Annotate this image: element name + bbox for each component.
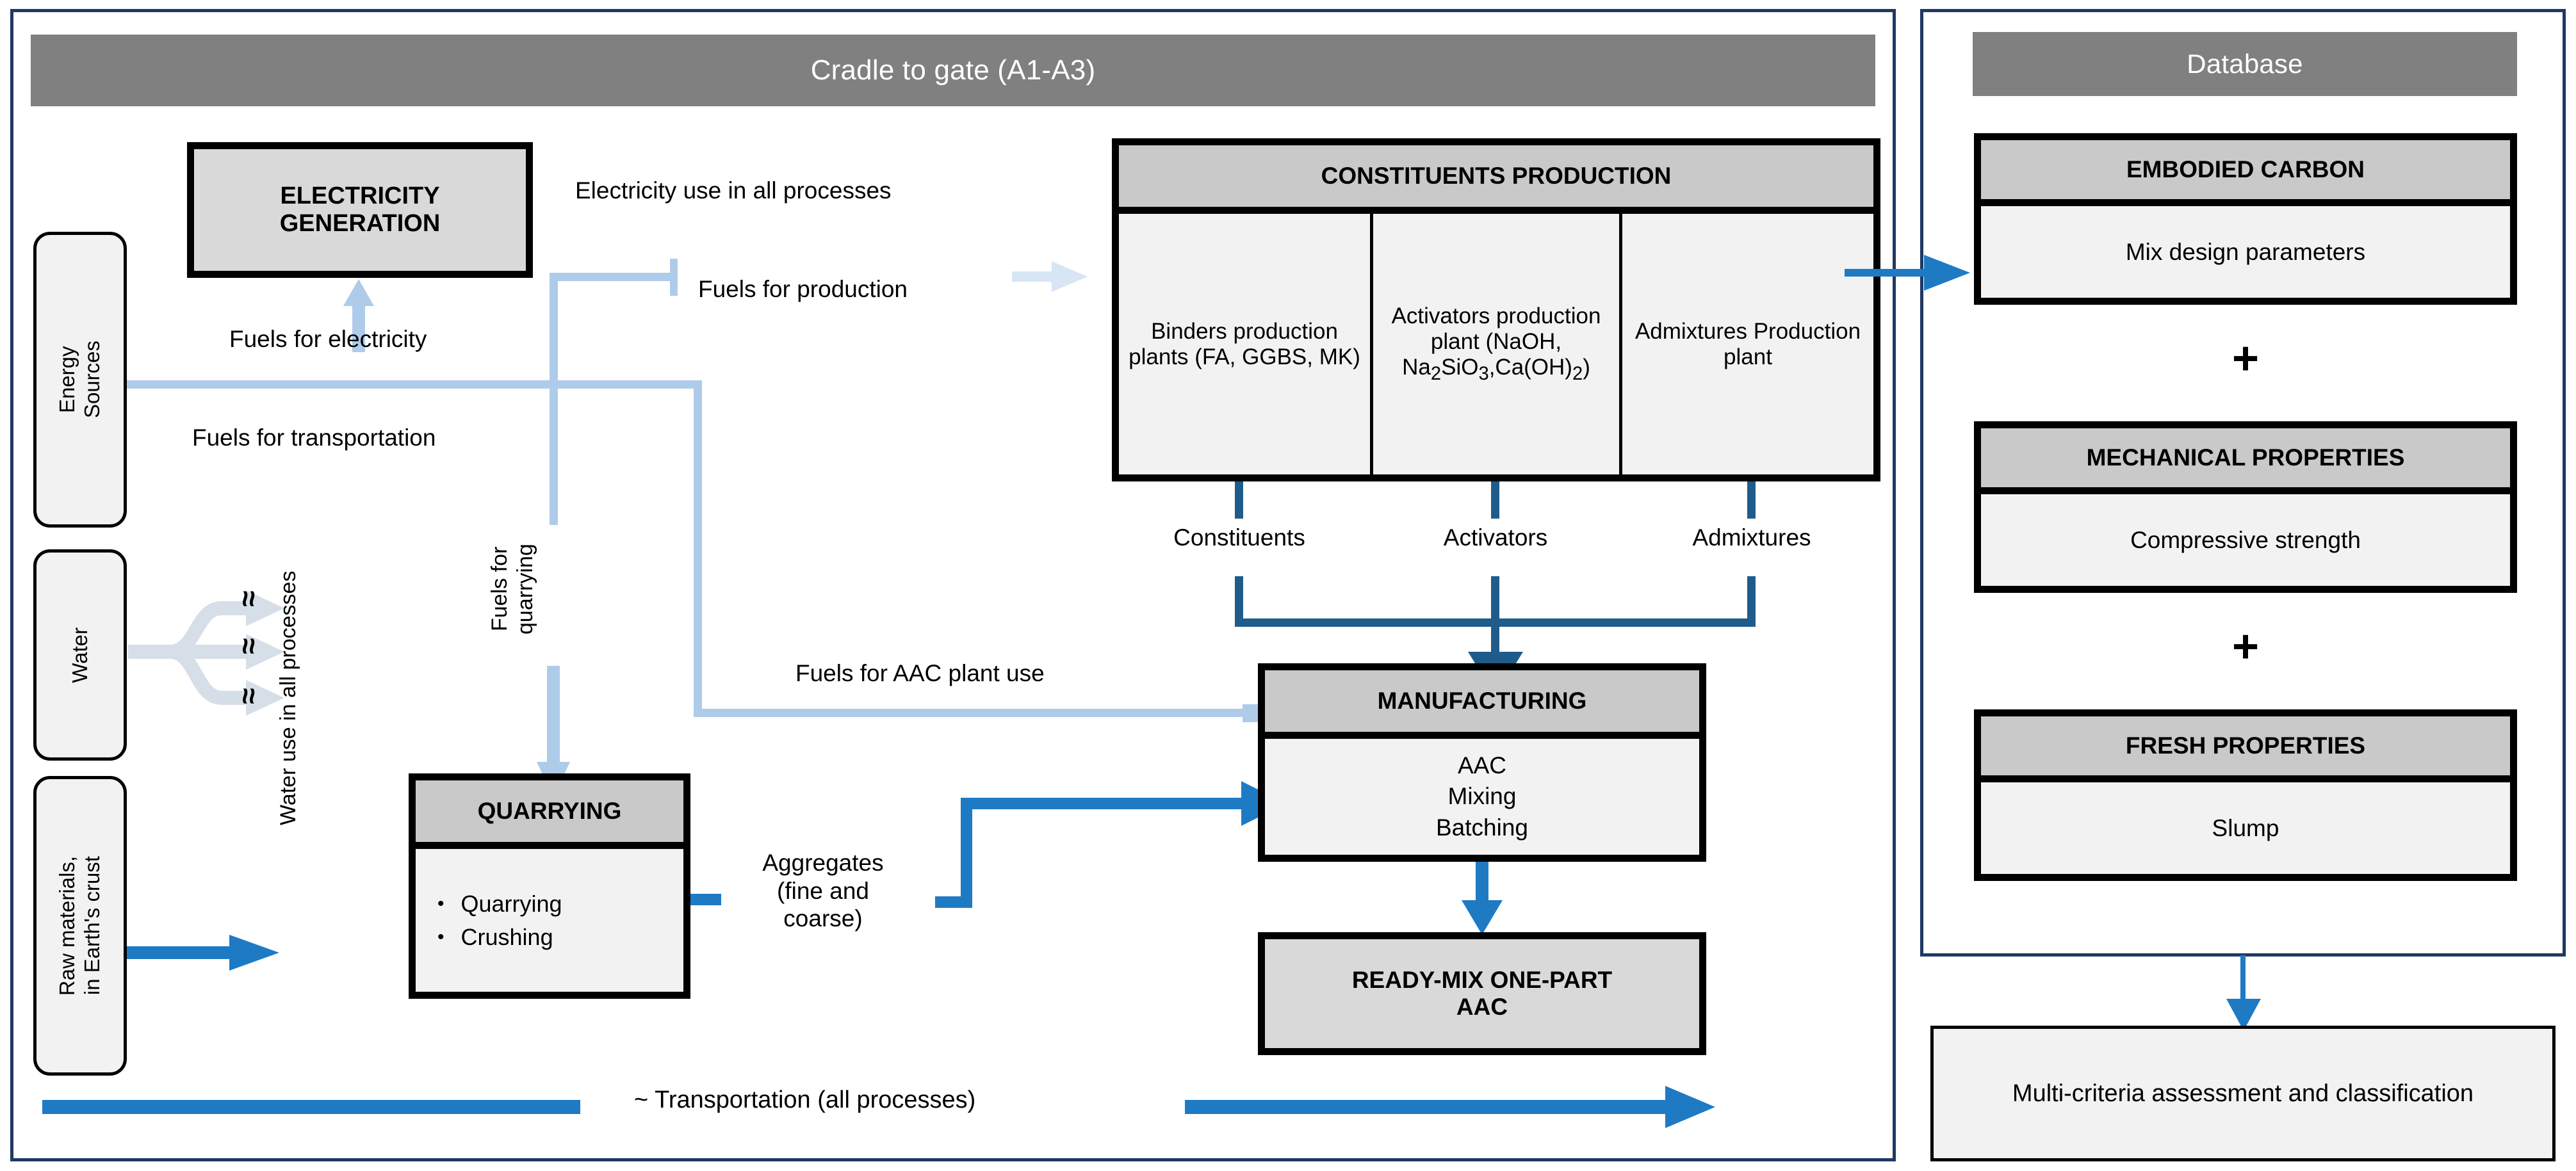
fuel-riser-production xyxy=(550,273,558,388)
water-squiggle-2: ≈ xyxy=(232,638,266,654)
source-water[interactable]: Water xyxy=(33,549,127,761)
quarrying-bullet-2: Crushing xyxy=(461,923,553,950)
constituents-column-binders: Binders production plants (FA, GGBS, MK) xyxy=(1119,214,1373,474)
fuels-for-aac-plant-label: Fuels for AAC plant use xyxy=(795,660,1045,686)
electricity-generation-line2: GENERATION xyxy=(279,210,441,237)
card-fresh-properties-value: Slump xyxy=(1981,782,2510,874)
aggregates-run xyxy=(961,798,1255,809)
manufacturing-line-3: Batching xyxy=(1436,814,1528,841)
binders-text: Binders production plants (FA, GGBS, MK) xyxy=(1129,318,1360,369)
source-water-label: Water xyxy=(67,627,92,683)
database-to-outcome-arrow xyxy=(2226,955,2261,1031)
card-fresh-properties-header: FRESH PROPERTIES xyxy=(1981,716,2510,782)
aggregates-corner-foot xyxy=(935,896,972,908)
water-squiggle-1: ≈ xyxy=(232,590,266,607)
ready-mix-line2: AAC xyxy=(1456,994,1508,1020)
card-fresh-properties[interactable]: FRESH PROPERTIES Slump xyxy=(1974,709,2517,881)
fuel-trunk-horizontal xyxy=(127,380,702,389)
quarrying-header: QUARRYING xyxy=(416,780,683,849)
fuels-for-transportation-label: Fuels for transportation xyxy=(192,424,436,451)
fuels-for-electricity-label: Fuels for electricity xyxy=(229,326,427,352)
card-embodied-carbon[interactable]: EMBODIED CARBON Mix design parameters xyxy=(1974,133,2517,305)
constituents-to-database-arrow xyxy=(1845,255,1970,291)
electricity-generation-line1: ELECTRICITY xyxy=(280,182,440,209)
merge-stub-right xyxy=(1747,576,1756,626)
electricity-generation-box[interactable]: ELECTRICITY GENERATION xyxy=(187,142,533,278)
admixtures-text: Admixtures Production plant xyxy=(1634,318,1861,369)
fuels-for-quarrying-arrow xyxy=(537,666,570,798)
constituents-stub-3 xyxy=(1747,481,1756,519)
fuel-corner-aac-vertical xyxy=(694,380,702,717)
plus-sign-1: + xyxy=(2231,333,2260,384)
output-label-admixtures: Admixtures xyxy=(1692,524,1811,551)
output-label-activators: Activators xyxy=(1443,524,1548,551)
merge-stub-left xyxy=(1235,576,1243,626)
constituents-production-box[interactable]: CONSTITUENTS PRODUCTION Binders producti… xyxy=(1112,138,1880,481)
cradle-to-gate-title: Cradle to gate (A1-A3) xyxy=(810,54,1096,86)
card-mechanical-properties-header: MECHANICAL PROPERTIES xyxy=(1981,428,2510,494)
card-embodied-carbon-header: EMBODIED CARBON xyxy=(1981,140,2510,206)
bullet-icon: • xyxy=(437,926,444,948)
constituents-stub-2 xyxy=(1491,481,1499,519)
quarrying-body: • Quarrying • Crushing xyxy=(416,849,683,992)
water-distribution-arrows xyxy=(128,590,284,716)
fuel-riser-quarrying xyxy=(550,380,558,525)
source-raw-materials-label: Raw materials,in Earth's crust xyxy=(55,855,104,996)
source-raw-materials[interactable]: Raw materials,in Earth's crust xyxy=(33,776,127,1076)
electricity-use-label: Electricity use in all processes xyxy=(575,177,892,204)
constituents-column-admixtures: Admixtures Production plant xyxy=(1622,214,1873,474)
ready-mix-line1: READY-MIX ONE-PART xyxy=(1351,967,1613,993)
plus-sign-2: + xyxy=(2231,621,2260,672)
manufacturing-line-2: Mixing xyxy=(1447,783,1517,810)
constituents-stub-1 xyxy=(1235,481,1243,519)
cradle-to-gate-banner: Cradle to gate (A1-A3) xyxy=(31,35,1875,106)
outcome-box[interactable]: Multi-criteria assessment and classifica… xyxy=(1930,1026,2556,1161)
fuel-line-aac-plant xyxy=(694,709,1257,717)
fuel-branch-production-tee xyxy=(670,259,678,296)
card-mechanical-properties-value: Compressive strength xyxy=(1981,494,2510,586)
card-embodied-carbon-value: Mix design parameters xyxy=(1981,206,2510,298)
merge-drop xyxy=(1491,576,1499,659)
transportation-arrow-right xyxy=(1185,1086,1715,1128)
fuel-branch-production xyxy=(550,273,678,281)
manufacturing-box[interactable]: MANUFACTURING AAC Mixing Batching xyxy=(1258,663,1706,862)
quarrying-box[interactable]: QUARRYING • Quarrying • Crushing xyxy=(409,773,690,999)
manufacturing-header: MANUFACTURING xyxy=(1265,670,1699,739)
fuels-for-production-label: Fuels for production xyxy=(698,276,908,302)
card-mechanical-properties[interactable]: MECHANICAL PROPERTIES Compressive streng… xyxy=(1974,421,2517,593)
database-title: Database xyxy=(2187,49,2303,79)
raw-materials-arrow xyxy=(127,935,279,971)
manufacturing-line-1: AAC xyxy=(1457,752,1507,779)
outcome-text: Multi-criteria assessment and classifica… xyxy=(2012,1079,2474,1107)
bullet-icon: • xyxy=(437,892,444,914)
water-squiggle-3: ≈ xyxy=(232,688,266,704)
manufacturing-body: AAC Mixing Batching xyxy=(1265,739,1699,855)
aggregates-riser xyxy=(961,798,972,908)
constituents-column-activators: Activators production plant (NaOH, Na2Si… xyxy=(1373,214,1622,474)
aggregates-stub xyxy=(690,894,721,905)
water-use-label: Water use in all processes xyxy=(276,570,300,825)
ready-mix-box[interactable]: READY-MIX ONE-PART AAC xyxy=(1258,932,1706,1055)
transportation-bar-left xyxy=(42,1100,580,1114)
manufacturing-to-readymix-arrow xyxy=(1462,862,1503,935)
fuels-for-production-arrowhead xyxy=(1012,261,1088,292)
fuels-for-electricity-arrow xyxy=(343,279,374,352)
activators-text: Activators production plant (NaOH, Na2Si… xyxy=(1391,303,1601,384)
database-banner: Database xyxy=(1973,32,2517,96)
constituents-production-header: CONSTITUENTS PRODUCTION xyxy=(1119,145,1873,214)
transportation-label: ~ Transportation (all processes) xyxy=(634,1086,976,1113)
output-label-constituents: Constituents xyxy=(1173,524,1305,551)
quarrying-bullet-1: Quarrying xyxy=(461,890,562,917)
